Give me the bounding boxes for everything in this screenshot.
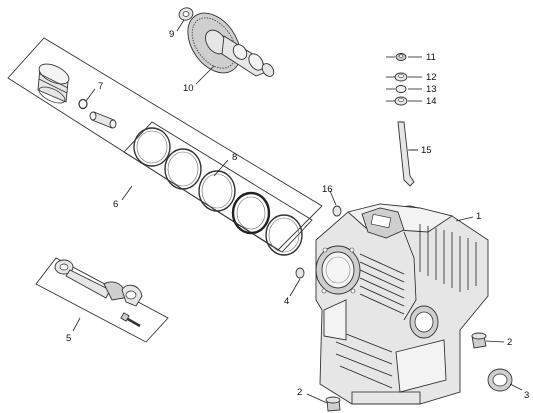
seal-part-13[interactable] xyxy=(395,85,407,93)
circlip-part-7[interactable] xyxy=(78,98,88,110)
callout-10: 10 xyxy=(183,83,194,94)
leader-lines xyxy=(72,19,523,404)
callout-labels: 9 10 7 8 6 5 4 16 1 11 12 13 14 15 2 2 3 xyxy=(66,29,529,401)
callout-1: 1 xyxy=(476,211,481,222)
washer-part-9[interactable] xyxy=(177,6,194,22)
washer-part-12[interactable] xyxy=(394,72,408,82)
callout-2-upper: 2 xyxy=(507,337,512,348)
callout-7: 7 xyxy=(98,81,103,92)
callout-15: 15 xyxy=(421,145,432,156)
callout-9: 9 xyxy=(169,29,174,40)
piston-rings[interactable] xyxy=(133,127,303,256)
washer-part-14[interactable] xyxy=(394,96,408,106)
rod-cap[interactable] xyxy=(121,284,143,307)
dowel-part-16[interactable] xyxy=(332,205,342,217)
callout-11: 11 xyxy=(426,52,436,63)
callout-6: 6 xyxy=(113,199,118,210)
callout-5: 5 xyxy=(66,333,71,344)
callout-2-lower: 2 xyxy=(297,387,302,398)
callout-8: 8 xyxy=(232,152,237,163)
piston-ring-set-box-8 xyxy=(123,121,313,253)
connecting-rod[interactable] xyxy=(54,259,126,301)
camshaft-part-10[interactable] xyxy=(177,3,276,82)
callout-14: 14 xyxy=(426,96,437,107)
nut-part-11[interactable] xyxy=(395,53,407,61)
callout-4: 4 xyxy=(284,296,289,307)
piston[interactable] xyxy=(36,60,72,106)
rod-part-15[interactable] xyxy=(397,121,415,187)
oil-seal-part-3[interactable] xyxy=(487,368,513,392)
callout-16: 16 xyxy=(322,184,333,195)
callout-3: 3 xyxy=(524,390,529,401)
connecting-rod-box-5 xyxy=(35,257,169,343)
rod-bolt[interactable] xyxy=(120,312,141,328)
plug-part-2-upper[interactable] xyxy=(471,332,487,349)
plug-part-2-lower[interactable] xyxy=(325,396,341,412)
hardware-leader-ticks xyxy=(408,56,422,151)
piston-pin[interactable] xyxy=(89,111,117,129)
callout-12: 12 xyxy=(426,72,437,83)
callout-13: 13 xyxy=(426,84,437,95)
crankcase-part-1[interactable] xyxy=(315,203,489,405)
dowel-part-4[interactable] xyxy=(295,267,305,279)
